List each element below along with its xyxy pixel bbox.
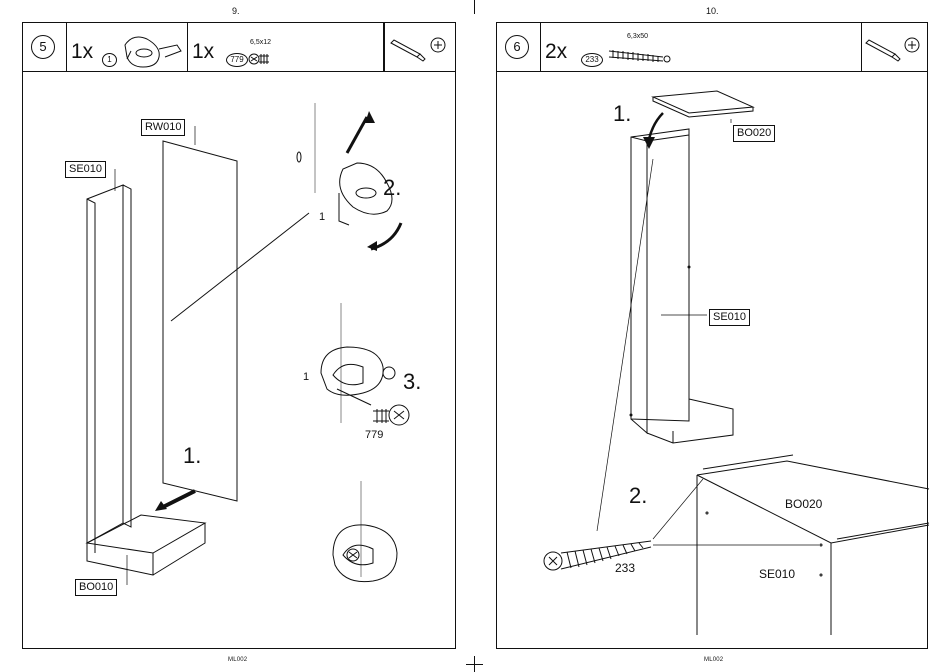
callout-step-1: 1. (183, 443, 201, 469)
label-se010: SE010 (709, 309, 750, 326)
label-bo020-top: BO020 (733, 125, 775, 142)
label-bo020-detail: BO020 (785, 497, 822, 511)
crop-mark-top (474, 0, 475, 14)
callout-step-2: 2. (383, 175, 401, 201)
page-number-right: 10. (706, 6, 719, 16)
instruction-page-right: 6 2x 233 6,3x50 (496, 22, 928, 649)
part-number-779: 779 (365, 429, 383, 441)
callout-step-1: 1. (613, 101, 631, 127)
crop-mark-bottom-h (466, 664, 483, 665)
instruction-page-left: 5 1x 1 1x 779 6,5x12 (22, 22, 456, 649)
footer-left: ML002 (228, 657, 247, 663)
callout-step-3: 3. (403, 369, 421, 395)
label-rw010: RW010 (141, 119, 185, 136)
part-number-233: 233 (615, 561, 635, 575)
part-number-1-mid: 1 (303, 371, 309, 383)
part-number-1-top: 1 (319, 211, 325, 223)
label-se010-detail: SE010 (759, 567, 795, 581)
footer-right: ML002 (704, 657, 723, 663)
callout-step-2: 2. (629, 483, 647, 509)
page-number-left: 9. (232, 6, 240, 16)
label-se010: SE010 (65, 161, 106, 178)
assembly-illustration-step5 (23, 23, 457, 650)
assembly-illustration-step6 (497, 23, 929, 650)
label-bo010: BO010 (75, 579, 117, 596)
